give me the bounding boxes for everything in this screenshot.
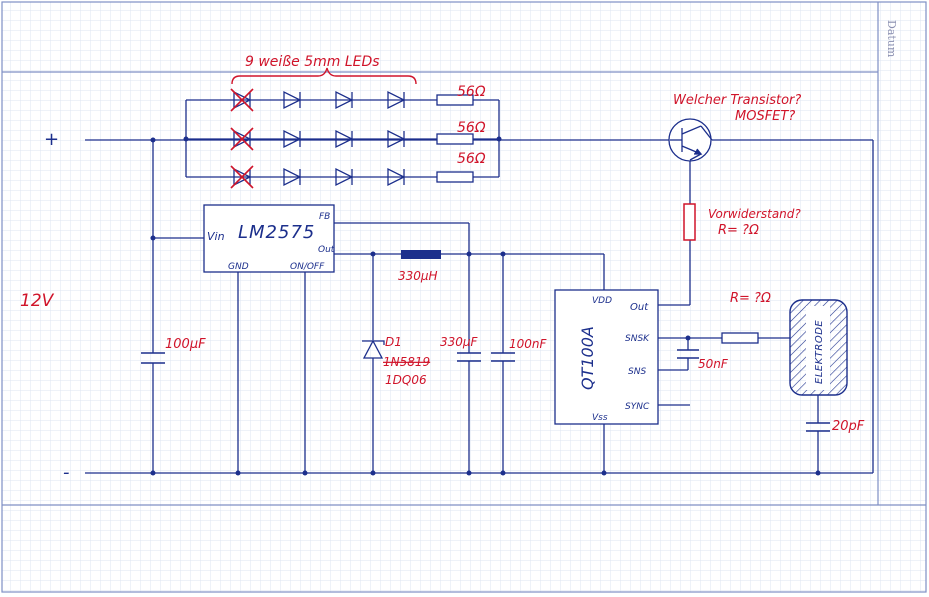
junction-dots — [150, 136, 821, 476]
led-row-2 — [233, 129, 406, 149]
transistor-question: Welcher Transistor? — [673, 93, 801, 108]
sense-cap-label: 50nF — [698, 357, 729, 371]
ic-out-pin: Out — [630, 302, 649, 313]
electrode-resistor — [721, 332, 759, 344]
led-resistor-label-3: 56Ω — [457, 151, 486, 167]
sensor-ic-qt100a — [554, 289, 659, 425]
electrode-label: ELEKTRODE — [814, 320, 825, 384]
electrode-capacitor — [806, 422, 830, 432]
ic-snsk-pin: SNSK — [625, 334, 650, 344]
diode-new-part: 1DQ06 — [385, 373, 427, 387]
ic-vss-pin: Vss — [592, 413, 608, 423]
reg-gnd-pin: GND — [228, 262, 249, 272]
diode-d1 — [362, 339, 385, 359]
led-resistors — [436, 94, 474, 183]
electrode — [789, 299, 848, 396]
reg-out-pin: Out — [318, 245, 335, 255]
ic-name: QT100A — [578, 326, 597, 390]
cap-100n-label: 100nF — [509, 337, 548, 351]
led-brace — [231, 67, 417, 85]
regulator-name: LM2575 — [238, 222, 315, 243]
led-crossed-out-marks — [230, 88, 254, 189]
regulator-lm2575 — [203, 204, 335, 273]
input-capacitor — [141, 352, 165, 364]
base-resistor — [683, 203, 696, 241]
led-row-1 — [233, 90, 406, 110]
datum-label: Datum — [885, 20, 898, 58]
led-resistor-label-1: 56Ω — [457, 84, 486, 100]
leds-title: 9 weiße 5mm LEDs — [245, 54, 380, 70]
electrode-resistor-value: R= ?Ω — [730, 291, 771, 306]
ic-vdd-pin: VDD — [592, 296, 612, 306]
output-capacitors — [457, 352, 515, 362]
base-resistor-value: R= ?Ω — [718, 223, 759, 238]
reg-fb-pin: FB — [319, 212, 330, 222]
ic-sync-pin: SYNC — [625, 402, 650, 412]
reg-onoff-pin: ON/OFF — [290, 262, 325, 272]
electrode-cap-label: 20pF — [832, 419, 865, 434]
minus-terminal: - — [63, 462, 70, 483]
output-cap-label: 330µF — [440, 335, 479, 349]
led-row-3 — [233, 167, 406, 187]
supply-voltage: 12V — [20, 291, 55, 311]
base-resistor-question: Vorwiderstand? — [708, 207, 801, 221]
plus-terminal: + — [44, 129, 59, 150]
input-cap-label: 100µF — [165, 337, 206, 352]
led-array — [233, 90, 406, 187]
sense-capacitor — [677, 349, 699, 359]
diode-old-part: 1N5819 — [383, 355, 430, 369]
led-resistor-label-2: 56Ω — [457, 120, 486, 136]
inductor — [401, 250, 441, 259]
diode-name: D1 — [385, 335, 402, 349]
ic-sns-pin: SNS — [628, 367, 646, 377]
mosfet-question: MOSFET? — [735, 109, 795, 124]
transistor — [668, 118, 713, 162]
reg-vin-pin: Vin — [207, 230, 225, 243]
inductor-label: 330µH — [398, 269, 438, 283]
